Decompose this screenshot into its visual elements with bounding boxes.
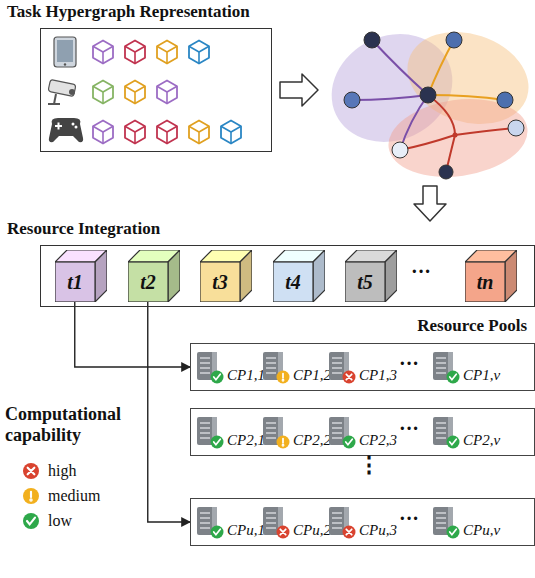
section-heading: Task Hypergraph Representation — [7, 2, 250, 22]
task-cube: t4 — [273, 250, 325, 302]
input-panel: Task Hypergraph Representation — [40, 28, 272, 152]
pool-row: CPu,1 CPu,2 CPu,3 CPu,v ··· — [190, 498, 535, 546]
server-icon — [195, 505, 225, 539]
status-badge — [343, 526, 356, 539]
server-icon — [431, 415, 461, 449]
status-badge — [23, 513, 39, 529]
server-icon — [261, 350, 291, 384]
task-label: t3 — [200, 262, 240, 302]
server-label: CP2,3 — [359, 433, 397, 449]
server-node: CP2,1 — [195, 415, 265, 449]
status-badge — [447, 436, 460, 449]
server-node: CPu,v — [431, 505, 500, 539]
server-label: CP2,1 — [227, 433, 265, 449]
status-badge — [211, 526, 224, 539]
task-label: t2 — [128, 262, 168, 302]
server-label: CP1,v — [463, 368, 500, 384]
task-label: t5 — [345, 262, 385, 302]
server-node: CP1,1 — [195, 350, 265, 384]
ellipsis: ··· — [399, 507, 419, 530]
server-icon — [261, 505, 291, 539]
pool-row: CP1,1 CP1,2 CP1,3 CP1,v ··· — [190, 343, 535, 391]
server-label: CPu,2 — [293, 523, 331, 539]
status-badge — [23, 463, 39, 479]
legend-item: medium — [22, 483, 100, 508]
server-node: CP2,3 — [327, 415, 397, 449]
server-label: CP1,3 — [359, 368, 397, 384]
server-node: CP1,v — [431, 350, 500, 384]
server-icon — [327, 415, 357, 449]
task-label: t1 — [55, 262, 95, 302]
server-node: CP1,3 — [327, 350, 397, 384]
task-label: tn — [465, 262, 505, 302]
status-badge — [343, 371, 356, 384]
status-badge — [343, 436, 356, 449]
hypergraph — [314, 15, 535, 186]
server-icon — [327, 350, 357, 384]
task-cube: t1 — [55, 250, 107, 302]
status-badge — [277, 436, 290, 449]
server-label: CPu,v — [463, 523, 500, 539]
server-icon — [261, 415, 291, 449]
flow-arrow — [280, 74, 318, 106]
server-node: CP1,2 — [261, 350, 331, 384]
pool-group: CP1,1CP1,2CP1,3CP1,v···CP2,1CP2,2CP2,3CP… — [190, 316, 535, 556]
connector — [148, 302, 190, 522]
server-label: CPu,1 — [227, 523, 265, 539]
legend: high medium low — [22, 458, 100, 533]
status-badge — [277, 526, 290, 539]
ellipsis: ⋮ — [358, 452, 380, 478]
server-label: CP2,2 — [293, 433, 331, 449]
legend-text: medium — [48, 487, 100, 505]
ellipsis: ··· — [399, 417, 419, 440]
section-heading: Resource Integration — [7, 219, 160, 239]
legend-item: low — [22, 508, 100, 533]
task-cube: t2 — [128, 250, 180, 302]
server-node: CPu,1 — [195, 505, 265, 539]
server-node: CPu,3 — [327, 505, 397, 539]
status-badge — [211, 436, 224, 449]
flow-arrow — [414, 186, 446, 221]
server-icon — [195, 350, 225, 384]
connector — [75, 302, 190, 367]
server-node: CP2,v — [431, 415, 500, 449]
pool-row: CP2,1 CP2,2 CP2,3 CP2,v ··· — [190, 408, 535, 456]
server-label: CP1,2 — [293, 368, 331, 384]
status-badge — [23, 488, 39, 504]
integration-box: t1t2t3t4t5tnResource Integration··· — [40, 245, 535, 307]
server-icon — [195, 415, 225, 449]
server-icon — [327, 505, 357, 539]
task-label: t4 — [273, 262, 313, 302]
status-badge — [211, 371, 224, 384]
status-badge — [277, 371, 290, 384]
task-cube: tn — [465, 250, 517, 302]
server-label: CP2,v — [463, 433, 500, 449]
legend-symbol — [22, 487, 40, 505]
ellipsis: ··· — [399, 352, 419, 375]
legend-symbol — [22, 462, 40, 480]
task-cube: t3 — [200, 250, 252, 302]
task-cube: t5 — [345, 250, 397, 302]
server-node: CP2,2 — [261, 415, 331, 449]
server-node: CPu,2 — [261, 505, 331, 539]
status-badge — [447, 526, 460, 539]
device-icons — [48, 37, 83, 142]
server-label: CP1,1 — [227, 368, 265, 384]
ellipsis: ··· — [411, 260, 431, 283]
legend-text: low — [48, 512, 72, 530]
server-label: CPu,3 — [359, 523, 397, 539]
section-heading: Resource Pools — [417, 316, 527, 336]
server-icon — [431, 505, 461, 539]
legend-title: Computational capability — [5, 404, 145, 445]
task-icons — [93, 41, 241, 144]
server-icon — [431, 350, 461, 384]
status-badge — [447, 371, 460, 384]
legend-item: high — [22, 458, 100, 483]
legend-text: high — [48, 462, 76, 480]
legend-symbol — [22, 512, 40, 530]
